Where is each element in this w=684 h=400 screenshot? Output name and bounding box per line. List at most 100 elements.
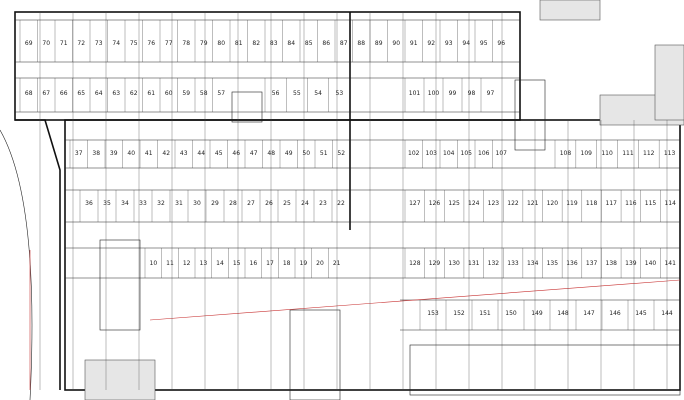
stall-number: 20 — [316, 260, 324, 267]
stall-number: 56 — [272, 90, 280, 97]
stall-number: 152 — [453, 310, 465, 317]
stall-number: 34 — [121, 200, 129, 207]
stall-number: 141 — [664, 260, 676, 267]
stall-number: 93 — [445, 40, 453, 47]
stall-number: 100 — [428, 90, 440, 97]
stall-number: 95 — [480, 40, 488, 47]
stall-number: 11 — [166, 260, 174, 267]
stall-number: 66 — [60, 90, 68, 97]
stall-number: 57 — [217, 90, 225, 97]
stall-number: 115 — [645, 200, 657, 207]
stall-number: 147 — [583, 310, 595, 317]
stall-number: 55 — [293, 90, 301, 97]
stall-number: 133 — [507, 260, 519, 267]
stall-number: 106 — [478, 150, 490, 157]
stall-number: 23 — [319, 200, 327, 207]
stall-number: 75 — [130, 40, 138, 47]
stall-number: 41 — [145, 150, 153, 157]
stall-number: 94 — [462, 40, 470, 47]
stall-number: 86 — [322, 40, 330, 47]
stall-number: 51 — [320, 150, 328, 157]
stall-number: 16 — [250, 260, 258, 267]
stall-number: 12 — [183, 260, 191, 267]
stall-number: 81 — [235, 40, 243, 47]
stall-number: 33 — [139, 200, 147, 207]
stall-number: 105 — [461, 150, 473, 157]
stall-number: 92 — [427, 40, 435, 47]
stall-number: 22 — [337, 200, 345, 207]
stall-number: 53 — [336, 90, 344, 97]
stall-number: 29 — [211, 200, 219, 207]
stall-number: 146 — [609, 310, 621, 317]
stall-number: 113 — [664, 150, 676, 157]
stall-number: 138 — [606, 260, 618, 267]
stall-number: 117 — [606, 200, 618, 207]
stall-number: 82 — [252, 40, 260, 47]
stall-number: 37 — [75, 150, 83, 157]
stall-number: 135 — [547, 260, 559, 267]
stall-number: 120 — [547, 200, 559, 207]
stall-number: 108 — [560, 150, 572, 157]
stall-number: 145 — [635, 310, 647, 317]
stall-number: 119 — [566, 200, 578, 207]
stall-number: 153 — [427, 310, 439, 317]
stall-number: 84 — [287, 40, 295, 47]
stall-number: 45 — [215, 150, 223, 157]
stall-number: 128 — [409, 260, 421, 267]
stall-number: 85 — [305, 40, 313, 47]
stall-number: 13 — [200, 260, 208, 267]
stall-number: 87 — [340, 40, 348, 47]
stall-number: 25 — [283, 200, 291, 207]
stall-number: 32 — [157, 200, 165, 207]
stall-number: 104 — [443, 150, 455, 157]
stall-number: 52 — [337, 150, 345, 157]
stall-number: 71 — [60, 40, 68, 47]
stall-number: 46 — [232, 150, 240, 157]
stall-number: 136 — [566, 260, 578, 267]
stall-number: 44 — [197, 150, 205, 157]
stall-number: 62 — [130, 90, 138, 97]
stall-number: 30 — [193, 200, 201, 207]
stall-number: 151 — [479, 310, 491, 317]
stall-number: 121 — [527, 200, 539, 207]
stall-number: 124 — [468, 200, 480, 207]
stall-number: 130 — [448, 260, 460, 267]
stall-number: 114 — [664, 200, 676, 207]
stall-number: 54 — [314, 90, 322, 97]
stall-number: 125 — [448, 200, 460, 207]
stall-number: 49 — [285, 150, 293, 157]
stall-number: 76 — [147, 40, 155, 47]
stall-number: 69 — [25, 40, 33, 47]
stall-number: 148 — [557, 310, 569, 317]
stall-number: 47 — [250, 150, 258, 157]
stall-number: 88 — [357, 40, 365, 47]
stall-number: 19 — [300, 260, 308, 267]
stall-number: 63 — [112, 90, 120, 97]
stall-number: 131 — [468, 260, 480, 267]
stall-number: 27 — [247, 200, 255, 207]
stall-number: 65 — [77, 90, 85, 97]
stall-number: 38 — [92, 150, 100, 157]
stall-number: 107 — [496, 150, 508, 157]
stall-number: 149 — [531, 310, 543, 317]
stall-number: 42 — [162, 150, 170, 157]
stall-number: 59 — [182, 90, 190, 97]
stall-number: 116 — [625, 200, 637, 207]
stall-number: 132 — [488, 260, 500, 267]
stall-number: 111 — [622, 150, 634, 157]
stall-number: 61 — [147, 90, 155, 97]
stall-number: 70 — [42, 40, 50, 47]
stall-number: 139 — [625, 260, 637, 267]
structural-grid — [39, 12, 668, 390]
stall-number: 110 — [601, 150, 613, 157]
stall-number: 122 — [507, 200, 519, 207]
stall-number: 118 — [586, 200, 598, 207]
stall-number: 134 — [527, 260, 539, 267]
stall-number: 18 — [283, 260, 291, 267]
stall-number: 58 — [200, 90, 208, 97]
stall-number: 72 — [77, 40, 85, 47]
stall-number: 35 — [103, 200, 111, 207]
stall-number: 50 — [302, 150, 310, 157]
